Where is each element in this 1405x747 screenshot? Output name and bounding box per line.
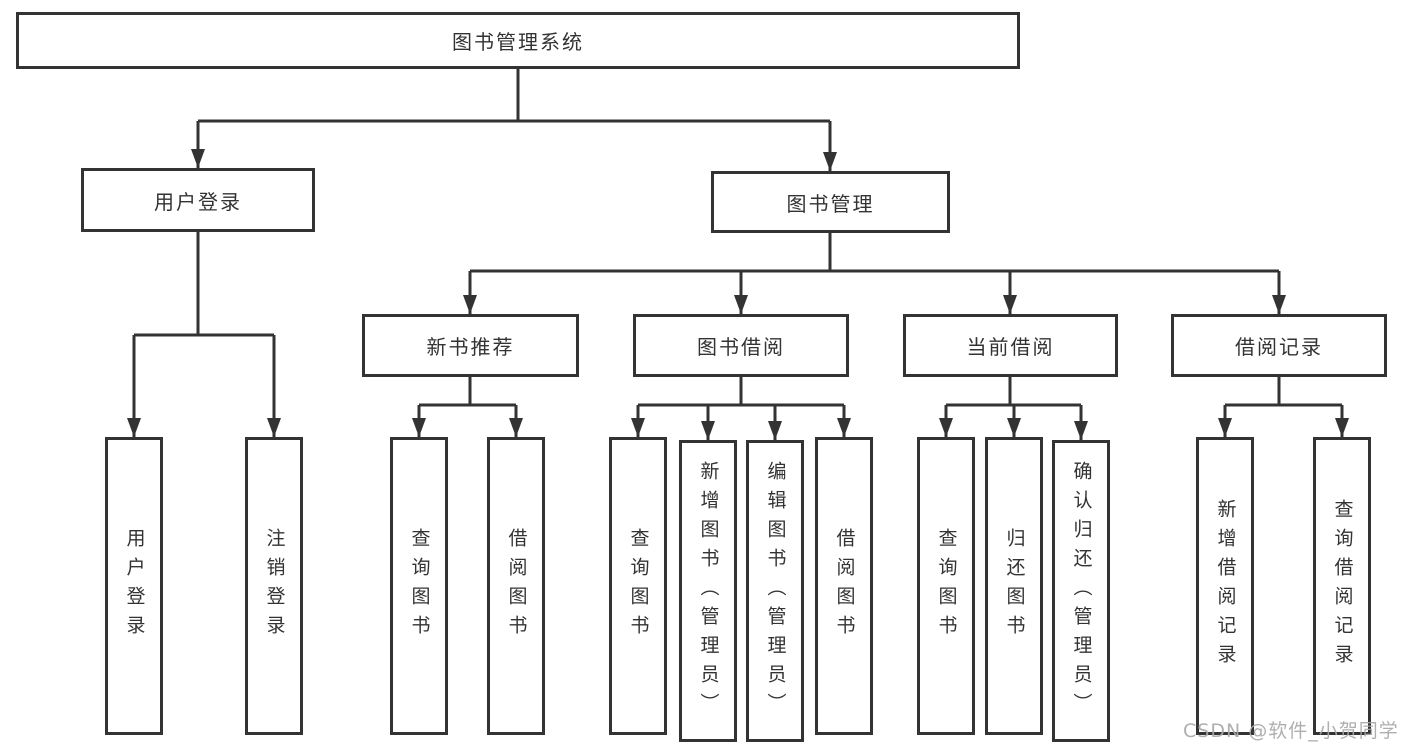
- leaf-label: 编辑图书（管理员）: [764, 460, 787, 722]
- leaf-label: 用户登录: [123, 528, 146, 644]
- leaf-query-borrow-record: 查询借阅记录: [1313, 437, 1371, 735]
- leaf-label: 新增图书（管理员）: [697, 460, 720, 722]
- leaf-logout: 注销登录: [245, 437, 303, 735]
- node-label: 图书管理: [786, 191, 875, 216]
- leaf-label: 归还图书: [1003, 528, 1026, 644]
- leaf-query-books-borrowing: 查询图书: [609, 437, 667, 735]
- node-book-management: 图书管理: [711, 171, 950, 233]
- leaf-label: 注销登录: [263, 528, 286, 644]
- node-user-login: 用户登录: [81, 168, 315, 232]
- node-label: 借阅记录: [1235, 335, 1323, 359]
- leaf-user-login: 用户登录: [105, 437, 163, 735]
- leaf-label: 借阅图书: [505, 528, 528, 644]
- leaf-label: 查询图书: [935, 528, 958, 644]
- leaf-borrow-books-borrowing: 借阅图书: [815, 437, 873, 735]
- node-label: 当前借阅: [966, 335, 1055, 359]
- leaf-return-books: 归还图书: [985, 437, 1043, 735]
- node-new-book-recommend: 新书推荐: [362, 314, 579, 377]
- node-label: 图书管理系统: [452, 30, 584, 54]
- csdn-watermark: CSDN @软件_小贺同学: [1183, 720, 1399, 742]
- node-label: 图书借阅: [697, 335, 785, 359]
- leaf-add-borrow-record: 新增借阅记录: [1196, 437, 1254, 735]
- leaf-edit-book-admin: 编辑图书（管理员）: [746, 440, 804, 742]
- leaf-label: 借阅图书: [833, 528, 856, 644]
- leaf-borrow-books-recommend: 借阅图书: [487, 437, 545, 735]
- node-label: 新书推荐: [426, 335, 515, 359]
- node-book-borrowing: 图书借阅: [633, 314, 849, 377]
- leaf-query-books-current: 查询图书: [917, 437, 975, 735]
- leaf-add-book-admin: 新增图书（管理员）: [679, 440, 737, 742]
- leaf-label: 新增借阅记录: [1214, 499, 1237, 673]
- leaf-label: 查询借阅记录: [1331, 499, 1354, 673]
- leaf-label: 查询图书: [627, 528, 650, 644]
- leaf-label: 确认归还（管理员）: [1070, 460, 1093, 722]
- leaf-query-books-recommend: 查询图书: [390, 437, 448, 735]
- node-label: 用户登录: [154, 189, 242, 214]
- node-borrowing-records: 借阅记录: [1171, 314, 1387, 377]
- node-current-borrowing: 当前借阅: [903, 314, 1118, 377]
- leaf-label: 查询图书: [408, 528, 431, 644]
- arrowheads: [127, 149, 1349, 440]
- leaf-confirm-return-admin: 确认归还（管理员）: [1052, 440, 1110, 742]
- node-library-management-system: 图书管理系统: [16, 12, 1020, 69]
